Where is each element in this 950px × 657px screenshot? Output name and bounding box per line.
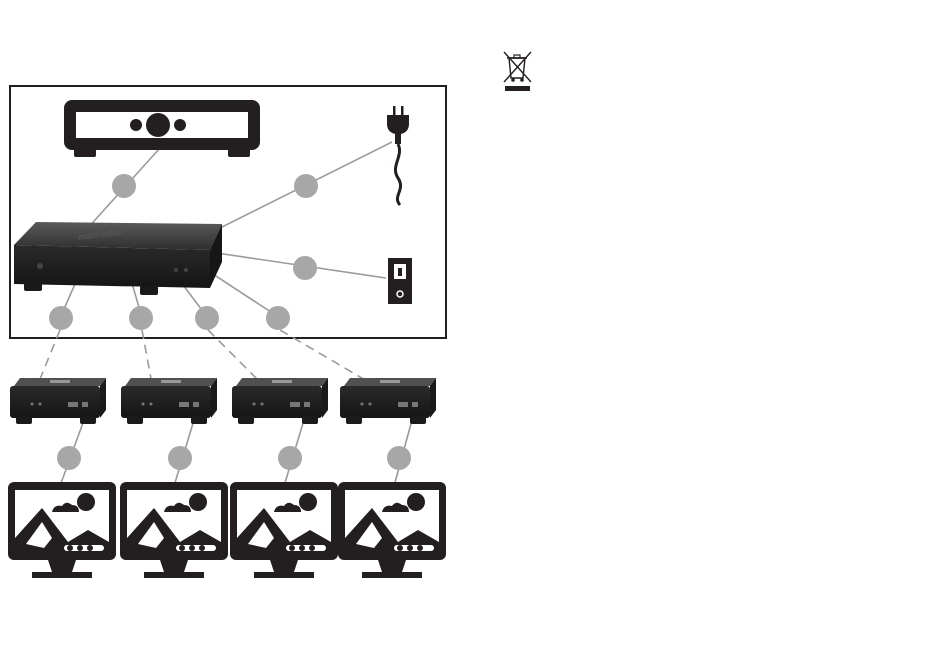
connection-marker <box>129 306 153 330</box>
set-top-box-icon <box>64 100 260 157</box>
power-switch-icon <box>388 258 412 304</box>
displays <box>8 482 446 578</box>
connection-marker <box>168 446 192 470</box>
connection-marker <box>294 174 318 198</box>
connection-marker <box>49 306 73 330</box>
connection-markers <box>49 174 411 470</box>
cables-display <box>60 420 412 486</box>
weee-crossed-bin-icon <box>504 52 531 91</box>
hdmi-receiver-icon <box>340 378 436 424</box>
receivers <box>10 378 436 424</box>
hdmi-receiver-icon <box>121 378 217 424</box>
monitor-icon <box>120 482 228 578</box>
connection-marker <box>195 306 219 330</box>
hdmi-receiver-icon <box>10 378 106 424</box>
connection-marker <box>387 446 411 470</box>
monitor-icon <box>338 482 446 578</box>
hdmi-splitter-transmitter-icon: manhattan <box>14 222 222 295</box>
monitor-icon <box>8 482 116 578</box>
power-plug-icon <box>387 106 409 205</box>
connection-marker <box>266 306 290 330</box>
monitor-icon <box>230 482 338 578</box>
connection-marker <box>57 446 81 470</box>
connection-marker <box>293 256 317 280</box>
connection-marker <box>112 174 136 198</box>
connection-marker <box>278 446 302 470</box>
hdmi-receiver-icon <box>232 378 328 424</box>
